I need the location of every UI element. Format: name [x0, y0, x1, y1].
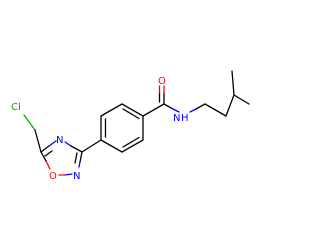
bond-n-ch2-a: [189, 108, 197, 113]
bond-ring-inner-2: [122, 108, 140, 120]
bond-chain-2: [204, 103, 227, 117]
bond-c-n-a: [163, 103, 173, 110]
atom-label-n2: N: [73, 171, 80, 182]
bond-c5-n4-b: [48, 140, 57, 147]
molecule-structure-diagram: Cl N O N O N H: [11, 70, 250, 182]
atom-label-amide-n: N: [173, 113, 180, 124]
bond-ring-5: [121, 139, 144, 153]
atom-label-cl: Cl: [11, 102, 21, 113]
bond-ring-carbonyl: [142, 103, 165, 117]
bond-chain-5: [231, 70, 235, 96]
atom-label-n4: N: [56, 135, 63, 146]
bond-c3-n2-double: [74, 152, 78, 164]
bond-c5-n4-double: [44, 150, 53, 157]
bond-ring-6: [100, 139, 123, 153]
atom-label-o1: O: [49, 171, 57, 182]
bond-o1-c5-a: [45, 160, 51, 170]
bond-ring-inner-3: [122, 136, 140, 148]
bond-ring-2: [100, 103, 123, 117]
bond-ring-3: [121, 103, 144, 117]
atom-label-amide-h: H: [181, 113, 189, 124]
bond-c3-n2-a: [79, 151, 83, 163]
bond-o1-c5-b: [40, 151, 47, 162]
bond-chain-3: [225, 94, 235, 117]
bond-n-ch2-b: [195, 103, 206, 110]
bond-ch2-c5: [34, 129, 42, 153]
bond-n4-c3: [64, 141, 72, 147]
atom-label-carbonyl-o: O: [158, 76, 166, 87]
bond-c-n-b: [171, 107, 180, 113]
bond-cl-ch2: [23, 114, 36, 131]
bond-n4-c3-b: [70, 145, 83, 153]
bond-chain-4: [233, 94, 250, 105]
bond-c3-n2-b: [78, 161, 81, 168]
bond-c5-n4-a: [40, 145, 50, 153]
bond-c3-ring: [81, 139, 102, 153]
bond-n2-o1: [64, 173, 73, 176]
